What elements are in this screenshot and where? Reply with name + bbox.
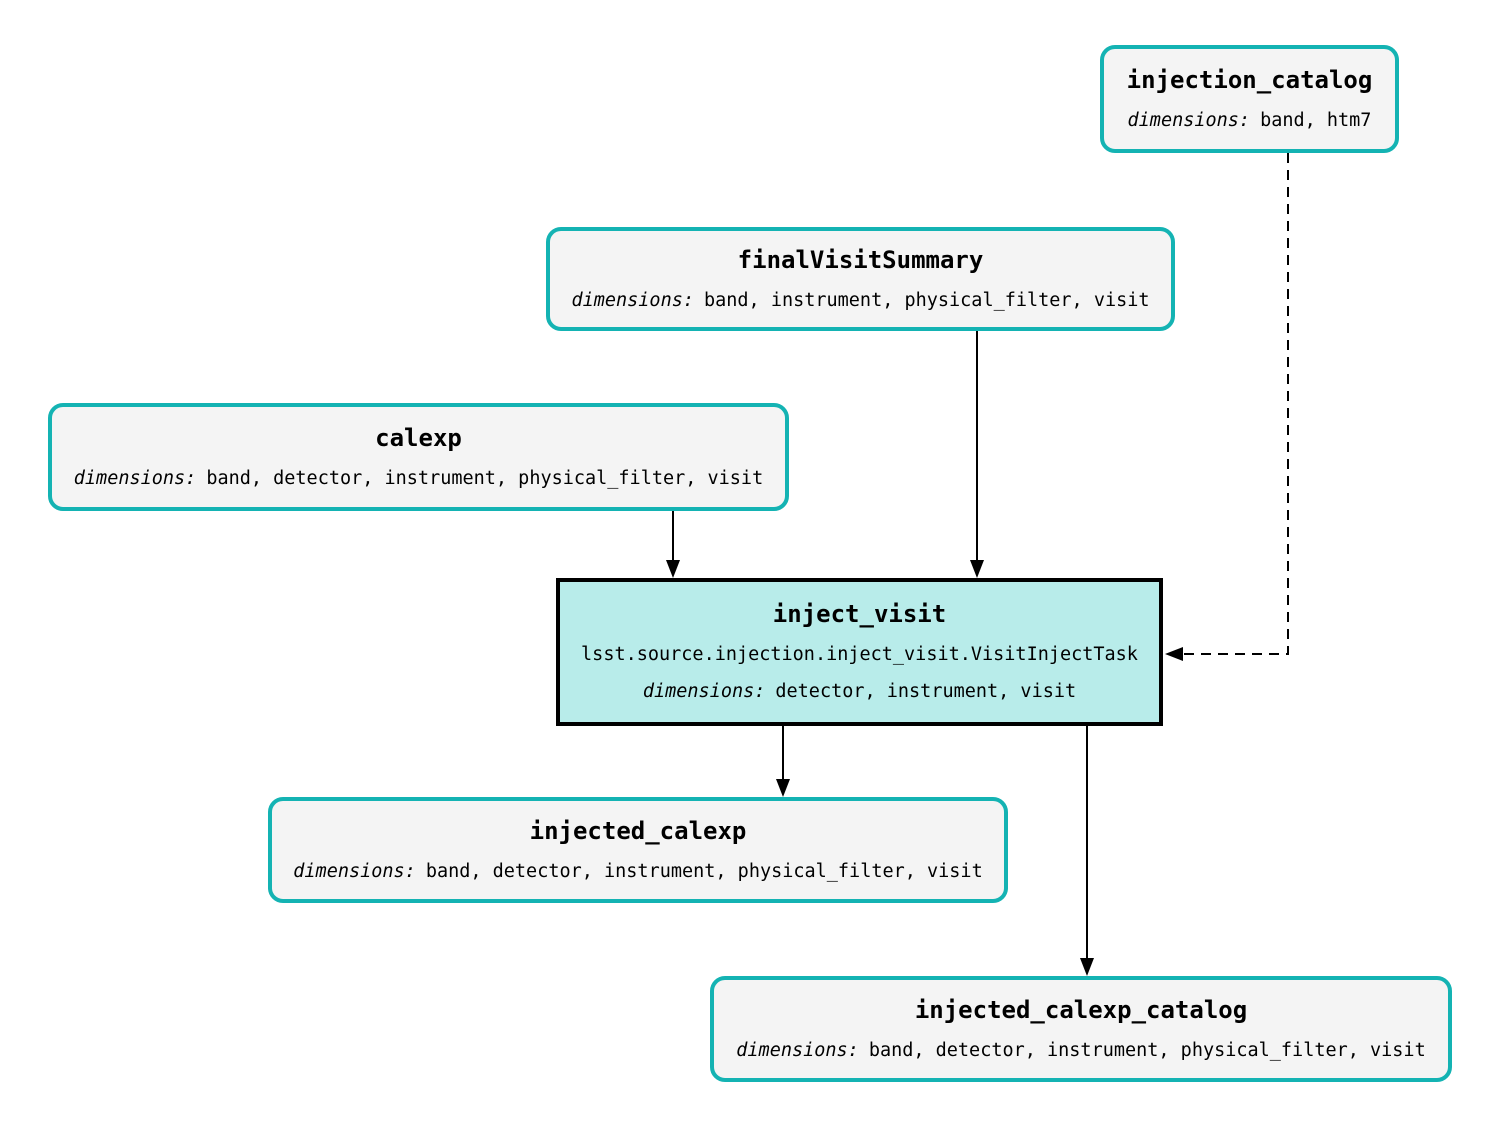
node-injection-catalog: injection_catalog dimensions: band, htm7 — [1100, 45, 1399, 153]
arrowhead-icon — [1080, 958, 1094, 976]
arrowhead-icon — [970, 560, 984, 578]
node-title: calexp — [375, 424, 462, 453]
node-title: finalVisitSummary — [737, 246, 984, 275]
arrowhead-icon — [1165, 647, 1183, 661]
node-dimensions: dimensions: band, instrument, physical_fi… — [571, 289, 1150, 311]
node-dimensions: dimensions: detector, instrument, visit — [643, 682, 1076, 702]
node-title: injection_catalog — [1126, 66, 1373, 95]
dimensions-value: band, htm7 — [1260, 109, 1372, 131]
arrowhead-icon — [776, 779, 790, 797]
dimensions-value: band, detector, instrument, physical_fil… — [425, 860, 983, 882]
edge-inject-visit-to-injected-calexp-catalog — [1080, 726, 1094, 976]
dimensions-value: band, detector, instrument, physical_fil… — [868, 1039, 1426, 1061]
node-inject-visit-task: inject_visit lsst.source.injection.injec… — [556, 578, 1163, 726]
node-dimensions: dimensions: band, detector, instrument, p… — [736, 1039, 1426, 1061]
dimensions-value: band, detector, instrument, physical_fil… — [206, 467, 764, 489]
dimensions-label: dimensions: — [571, 289, 694, 311]
node-title: injected_calexp_catalog — [914, 996, 1248, 1025]
dimensions-value: band, instrument, physical_filter, visit — [704, 289, 1150, 311]
node-title: inject_visit — [772, 600, 947, 629]
dimensions-label: dimensions: — [642, 681, 766, 703]
edge-finalvisitsummary-to-inject-visit — [970, 331, 984, 578]
edge-calexp-to-inject-visit — [666, 511, 680, 578]
node-dimensions: dimensions: band, detector, instrument, p… — [73, 467, 764, 489]
node-title: injected_calexp — [529, 817, 747, 846]
task-class-path: lsst.source.injection.inject_visit.Visit… — [581, 643, 1138, 665]
node-dimensions: dimensions: band, htm7 — [1127, 109, 1372, 131]
node-finalvisitsummary: finalVisitSummary dimensions: band, instr… — [546, 227, 1175, 331]
node-dimensions: dimensions: band, detector, instrument, p… — [293, 860, 983, 882]
dimensions-label: dimensions: — [293, 860, 416, 882]
node-calexp: calexp dimensions: band, detector, instru… — [48, 403, 789, 511]
edge-inject-visit-to-injected-calexp — [776, 726, 790, 797]
node-injected-calexp-catalog: injected_calexp_catalog dimensions: band,… — [710, 976, 1452, 1082]
dimensions-value: detector, instrument, visit — [775, 681, 1077, 703]
dimensions-label: dimensions: — [736, 1039, 859, 1061]
edge-injection-catalog-to-inject-visit — [1165, 153, 1289, 661]
dimensions-label: dimensions: — [1127, 109, 1251, 131]
dimensions-label: dimensions: — [73, 467, 197, 489]
arrowhead-icon — [666, 560, 680, 578]
node-injected-calexp: injected_calexp dimensions: band, detecto… — [268, 797, 1008, 903]
